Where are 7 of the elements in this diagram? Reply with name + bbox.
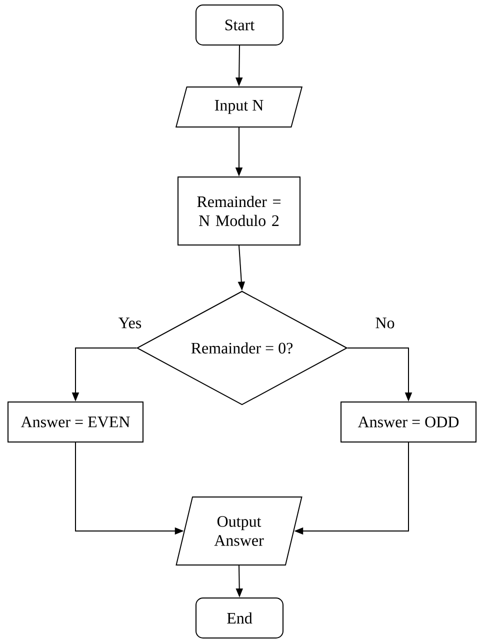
terminal-box: End xyxy=(196,598,284,638)
edge-label: No xyxy=(374,316,396,330)
input-output-parallelogram: Output Answer xyxy=(176,496,302,566)
process-box: Answer = EVEN xyxy=(8,402,144,442)
terminal-box: Start xyxy=(196,4,284,46)
process-box: Remainder = N Modulo 2 xyxy=(178,176,300,246)
process-box: Answer = ODD xyxy=(340,402,476,442)
